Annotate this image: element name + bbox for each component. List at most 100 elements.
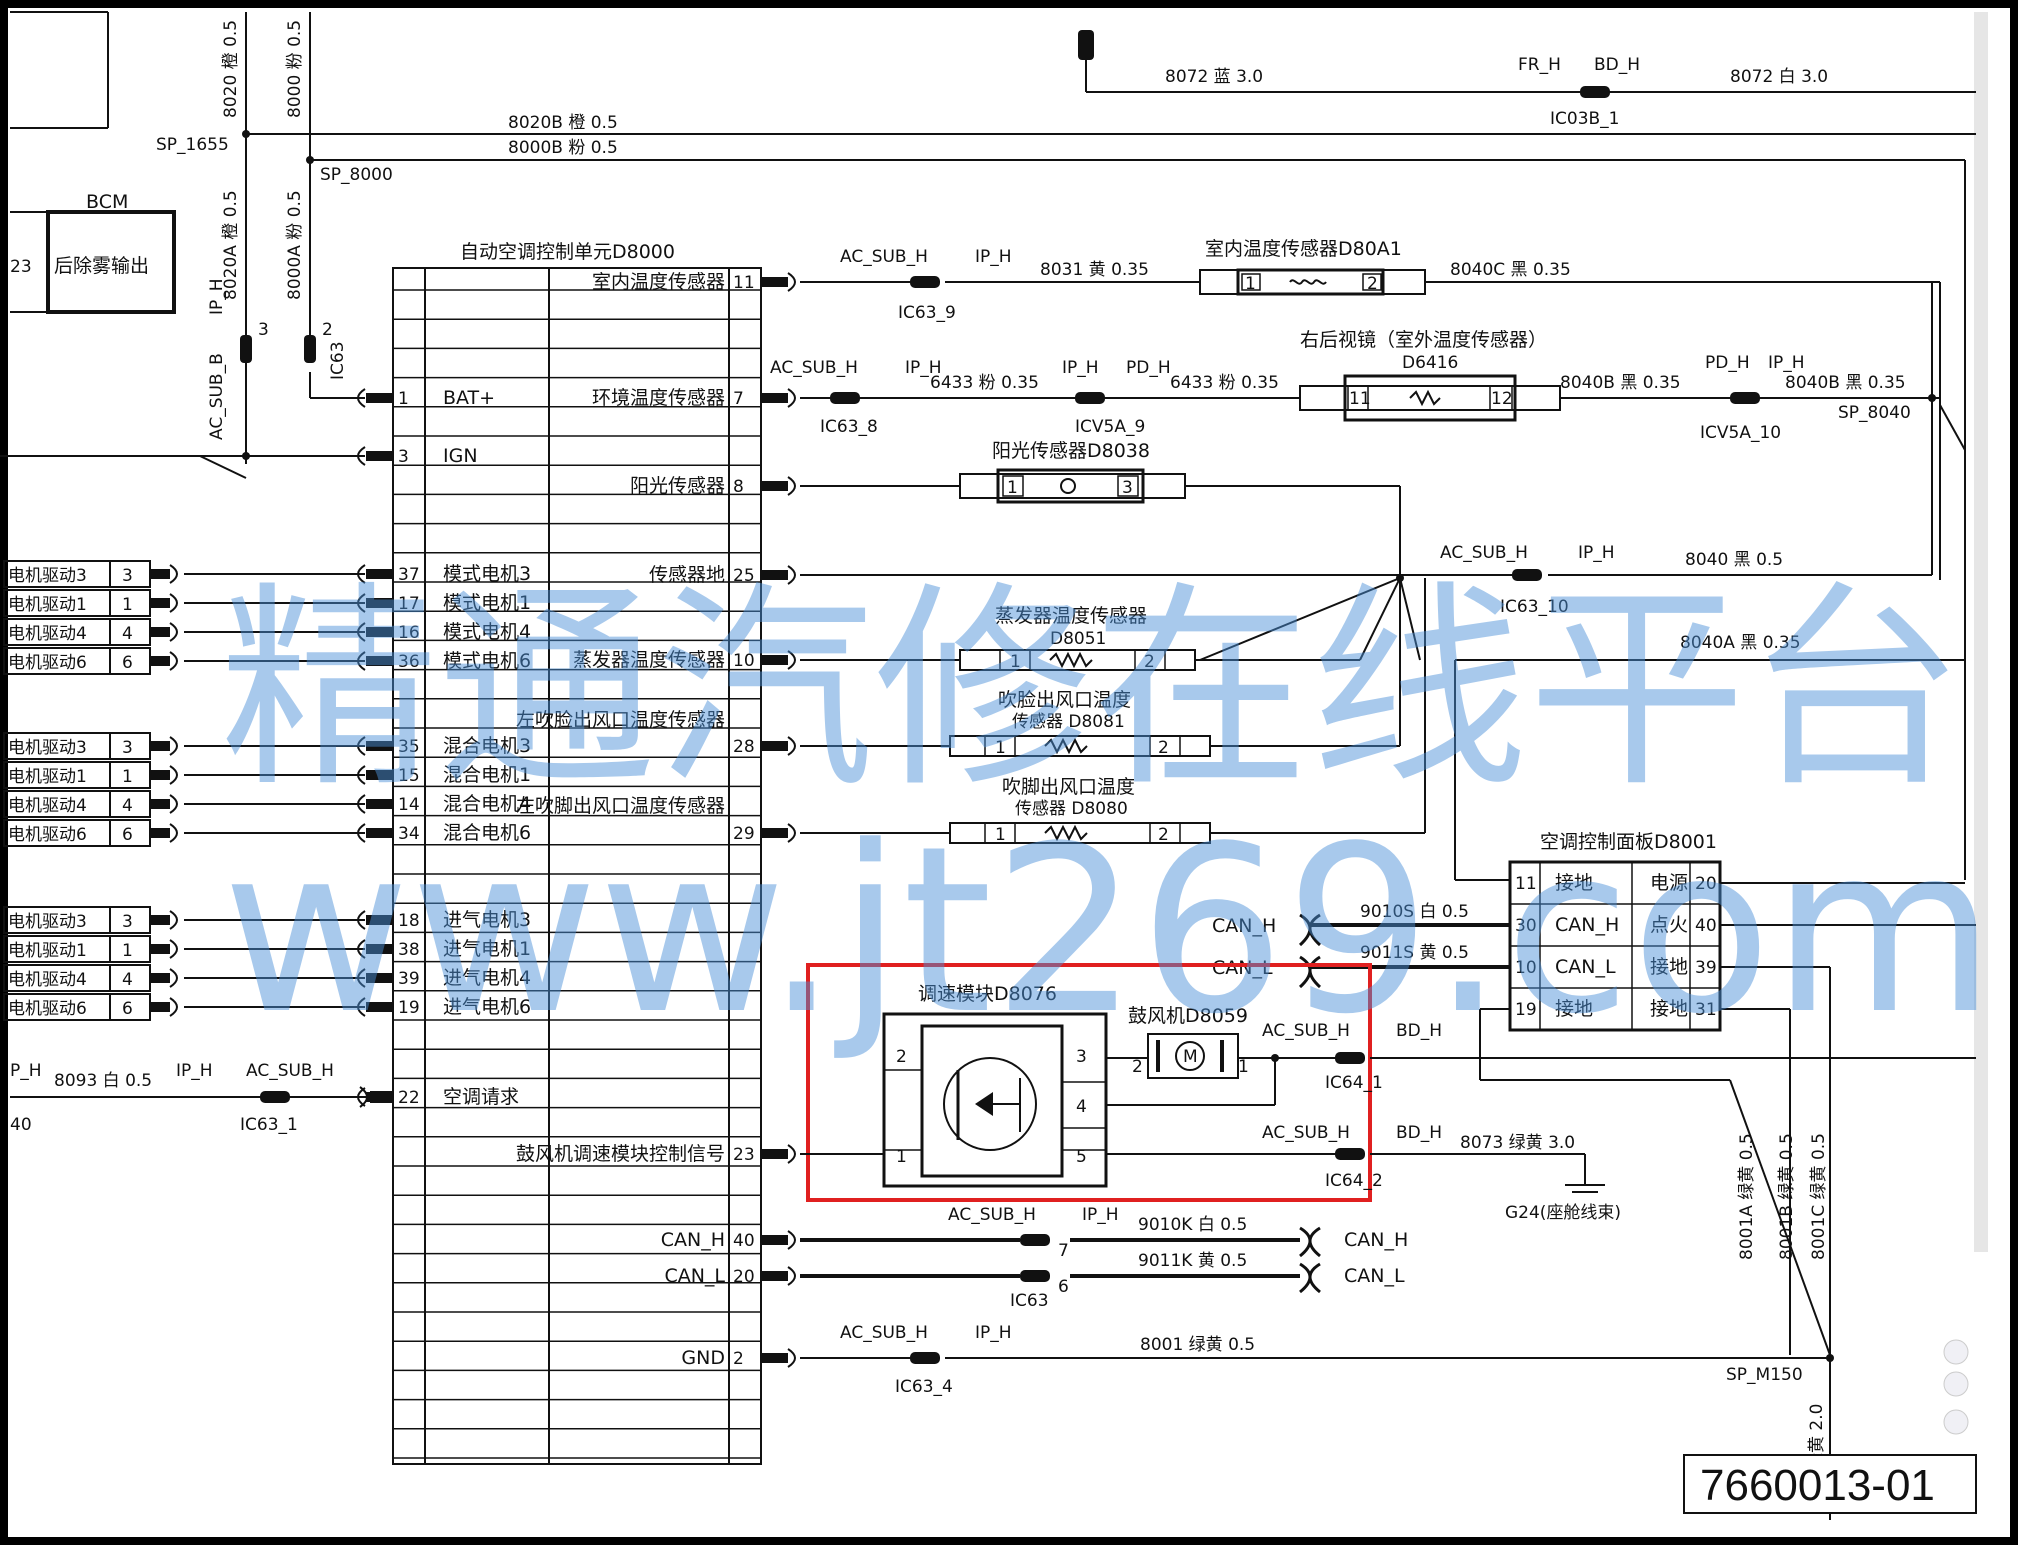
left-drive-pin: 3 xyxy=(122,738,133,758)
wire-8020a-label: 8020A 橙 0.5 xyxy=(221,190,241,300)
watermark: 精通汽修在线平台 www.jt269.com xyxy=(220,564,1996,1065)
controller-left-pin-num: 35 xyxy=(398,737,420,757)
controller-right-pin-label: 左吹脚出风口温度传感器 xyxy=(516,795,725,817)
evaporator-sensor: 1 2 蒸发器温度传感器 D8051 xyxy=(959,605,1196,672)
face-pin2: 2 xyxy=(1158,738,1169,758)
foot-pin2: 2 xyxy=(1158,825,1169,845)
panel-right-func: 电源 xyxy=(1650,872,1688,894)
controller-right-pin-num: 7 xyxy=(733,389,744,409)
blower-module-name: 调速模块D8076 xyxy=(918,983,1057,1005)
panel-left-func: 接地 xyxy=(1555,872,1593,894)
panel-wires xyxy=(1479,882,1976,1520)
wire-8020b-label: 8020B 橙 0.5 xyxy=(508,113,618,133)
face-name2: 传感器 D8081 xyxy=(1012,712,1125,732)
splice-1655 xyxy=(242,130,250,138)
pin-3-label: 3 xyxy=(258,320,269,340)
left-drive-label: 电机驱动4 xyxy=(8,970,87,990)
indoor-ic: IC63_9 xyxy=(898,303,956,323)
controller-left-pin-num: 39 xyxy=(398,969,420,989)
controller-left-pin-label: 空调请求 xyxy=(443,1086,519,1108)
motor-m: M xyxy=(1183,1047,1198,1067)
blower-ic1: IC64_1 xyxy=(1325,1073,1383,1093)
controller-right-pins: 11室内温度传感器7环境温度传感器8阳光传感器25传感器地10蒸发器温度传感器2… xyxy=(516,271,796,1369)
panel-left-pin: 19 xyxy=(1515,1000,1537,1020)
left-drive-pin: 4 xyxy=(122,624,133,644)
controller-right-pin-num: 40 xyxy=(733,1231,755,1251)
blower-bdh1: BD_H xyxy=(1396,1021,1442,1041)
diagram-id: 7660013-01 xyxy=(1700,1461,1935,1510)
ambient-name2: D6416 xyxy=(1402,353,1458,373)
gnd-line: AC_SUB_H IP_H 8001 绿黄 0.5 IC63_4 SP_M150… xyxy=(800,1133,1834,1470)
ground-iph: IP_H xyxy=(1578,543,1615,563)
gnd-w8001b: 8001B 绿黄 0.5 xyxy=(1777,1133,1797,1260)
side-widgets[interactable] xyxy=(1943,1339,1969,1435)
face-name1: 吹脸出风口温度 xyxy=(998,689,1131,711)
motor-splice xyxy=(1271,1054,1279,1062)
ac-request-line: P_H 8093 白 0.5 IP_H AC_SUB_H IC63_1 40 xyxy=(10,1061,392,1135)
ac-req-iph: IP_H xyxy=(176,1061,213,1081)
ambient-pdh2: PD_H xyxy=(1705,353,1750,373)
ambient-ic3: ICV5A_10 xyxy=(1700,423,1781,443)
controller-right-pin-label: CAN_L xyxy=(664,1265,725,1287)
controller-right-pin-num: 11 xyxy=(733,273,755,293)
left-drive-label: 电机驱动1 xyxy=(8,595,87,615)
controller-left-pin-label: 混合电机4 xyxy=(443,793,531,815)
panel-right-func: 接地 xyxy=(1650,998,1688,1020)
ac-req-ic: IC63_1 xyxy=(240,1115,298,1135)
left-drive-pin: 1 xyxy=(122,767,133,787)
evap-pin2: 2 xyxy=(1144,652,1155,672)
blower-labels: AC_SUB_H BD_H IC64_1 AC_SUB_H BD_H IC64_… xyxy=(1262,1021,1621,1223)
gnd-iph: IP_H xyxy=(975,1323,1012,1343)
module-pin-5: 5 xyxy=(1076,1147,1087,1167)
sensor-ground-splice xyxy=(1396,574,1404,582)
module-pin-3: 3 xyxy=(1076,1047,1087,1067)
ic63-vert-label: IC63 xyxy=(328,341,348,380)
sun-pin1: 1 xyxy=(1007,478,1018,498)
ambient-ic2: ICV5A_9 xyxy=(1075,417,1145,437)
blower-acsub1: AC_SUB_H xyxy=(1262,1021,1350,1041)
can-p7: 7 xyxy=(1058,1241,1069,1261)
left-drive-pin: 6 xyxy=(122,825,133,845)
controller-left-pin-num: 38 xyxy=(398,940,420,960)
ambient-wire-out2: 8040B 黑 0.35 xyxy=(1785,373,1906,393)
controller-right-pin-label: GND xyxy=(681,1347,725,1369)
evap-pin1: 1 xyxy=(1010,652,1021,672)
indoor-name: 室内温度传感器D80A1 xyxy=(1205,238,1402,260)
controller-right-pin-label: CAN_H xyxy=(661,1229,725,1251)
foot-outlet-sensor: 1 2 吹脚出风口温度 传感器 D8080 xyxy=(949,776,1211,845)
panel-left-pin: 11 xyxy=(1515,874,1537,894)
can-acsub: AC_SUB_H xyxy=(948,1205,1036,1225)
ic64-1-connector xyxy=(1335,1052,1365,1064)
splice-ign xyxy=(242,452,250,460)
ic03b-label: IC03B_1 xyxy=(1550,109,1620,129)
scrollbar-track[interactable] xyxy=(1974,12,1988,1252)
controller-left-pin-num: 37 xyxy=(398,565,420,585)
sensor-ground-labels: AC_SUB_H IP_H 8040 黑 0.5 IC63_10 8040A 黑… xyxy=(1440,543,1801,653)
controller-left-pin-num: 15 xyxy=(398,766,420,786)
ambient-sp: SP_8040 xyxy=(1838,403,1911,423)
panel-left-func: 接地 xyxy=(1555,998,1593,1020)
ambient-pin2: 12 xyxy=(1491,389,1513,409)
indoor-iph: IP_H xyxy=(975,247,1012,267)
ambient-name1: 右后视镜（室外温度传感器） xyxy=(1300,329,1547,351)
controller-right-pin-label: 室内温度传感器 xyxy=(592,271,725,293)
panel-left-pin: 30 xyxy=(1515,916,1537,936)
panel-right-pin: 40 xyxy=(1695,916,1717,936)
gnd-wire: 8001 绿黄 0.5 xyxy=(1140,1335,1255,1355)
left-drive-label: 电机驱动6 xyxy=(8,825,87,845)
bcm-pin: 23 xyxy=(10,257,32,277)
indoor-pin1: 1 xyxy=(1245,274,1256,294)
controller-left-pin-num: 1 xyxy=(398,389,409,409)
controller-right-pin-num: 25 xyxy=(733,566,755,586)
left-drive-label: 电机驱动3 xyxy=(8,912,87,932)
sun-sensor: 1 3 阳光传感器D8038 xyxy=(959,440,1186,504)
blower-motor-name: 鼓风机D8059 xyxy=(1128,1005,1248,1027)
ic63-2-connector xyxy=(304,335,316,363)
evap-name1: 蒸发器温度传感器 xyxy=(995,605,1147,627)
ip-h-vert-label: IP_H xyxy=(207,278,227,315)
pin-2-label: 2 xyxy=(322,320,333,340)
panel-right-pin: 31 xyxy=(1695,1000,1717,1020)
indoor-temp-sensor: 1 2 室内温度传感器D80A1 AC_SUB_H IP_H IC63_9 80… xyxy=(840,238,1571,323)
ground-wire: 8040 黑 0.5 xyxy=(1685,550,1783,570)
foot-pin1: 1 xyxy=(995,825,1006,845)
